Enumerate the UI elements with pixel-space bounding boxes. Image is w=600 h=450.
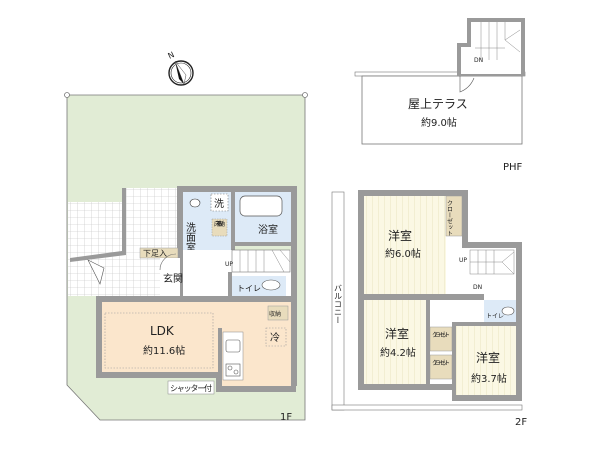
shoe-storage-label: 下足入: [143, 249, 167, 258]
closet-c-label: クローゼット: [432, 359, 450, 367]
closet-b: [429, 326, 453, 352]
room-3-7-area: 約3.7帖: [471, 372, 507, 385]
western-room-4-2: [364, 300, 426, 384]
floor-label-phf: PHF: [503, 162, 523, 173]
lot-corner-marker: [64, 92, 70, 98]
fridge-label: 冷: [270, 331, 280, 344]
laundry-space: [210, 193, 229, 212]
balcony-label: バルコニー: [334, 284, 343, 324]
roof-floor: 屋上テラス 約9.0帖 DN PHF: [354, 18, 526, 173]
toilet-2f-icon: [501, 306, 515, 316]
roof-stairs-dn-label: DN: [474, 57, 483, 64]
shutter-window: [167, 380, 215, 395]
sink-icon: [189, 198, 201, 208]
toilet-icon: [261, 279, 281, 291]
stairs-phf: [457, 18, 525, 76]
entrance-door-icon: [159, 253, 177, 271]
bathtub-icon: [239, 195, 283, 217]
stairs-up-label: UP: [225, 261, 233, 268]
stairs-2f-up-label: UP: [459, 257, 467, 264]
room-6-label: 洋室: [388, 228, 412, 243]
porch-door-icon: [87, 259, 105, 285]
closet-a: [445, 195, 463, 237]
ldk-area: 約11.6帖: [143, 344, 185, 357]
stairs-2f: [469, 249, 515, 275]
closet-b-label: クローゼット: [432, 331, 450, 339]
entrance-label: 玄関: [163, 272, 183, 285]
bath-label: 浴室: [258, 223, 278, 236]
first-floor: 洗 洗面室 床下収納 浴室 下足入 玄関 UP トイレ: [64, 92, 308, 423]
room-3-7-label: 洋室: [476, 350, 500, 365]
closet-c: [429, 354, 453, 380]
kitchen-sink-icon: [225, 339, 241, 353]
lot-corner-marker: [302, 92, 308, 98]
terrace-area: 約9.0帖: [421, 116, 457, 129]
terrace-label: 屋上テラス: [408, 97, 468, 111]
storage-1f: [267, 305, 289, 321]
western-room-6: [364, 196, 446, 294]
compass: N: [167, 50, 194, 86]
stairs-1f: [231, 249, 291, 273]
closet-a-label: クローゼット: [446, 200, 453, 236]
underfloor-storage-label: 床下収納: [214, 220, 225, 228]
toilet-2f-label: トイレ: [486, 313, 504, 320]
western-room-3-7: [456, 326, 516, 395]
room-6-area: 約6.0帖: [385, 247, 421, 260]
shutter-label: シャッター付: [170, 383, 212, 393]
second-floor: バルコニー 洋室 約6.0帖 クローゼット UP DN: [331, 190, 527, 428]
ldk-label: LDK: [150, 324, 175, 338]
floor-label-2f: 2F: [515, 417, 527, 428]
laundry-label: 洗: [214, 198, 224, 210]
roof-terrace: [361, 75, 523, 145]
underfloor-storage: [211, 218, 228, 237]
floor-label-1f: 1F: [280, 412, 292, 423]
toilet-label: トイレ: [237, 284, 261, 293]
room-4-2-area: 約4.2帖: [380, 346, 416, 359]
roof-door-icon: [459, 76, 475, 93]
stairs-2f-dn-label: DN: [473, 284, 482, 291]
stove-icon: [225, 363, 241, 377]
compass-north-label: N: [167, 50, 176, 61]
entrance: [160, 258, 180, 296]
toilet-2f: [484, 300, 516, 322]
storage-label: 収納: [269, 310, 281, 318]
room-4-2-label: 洋室: [385, 326, 409, 341]
shoe-storage: [139, 247, 179, 259]
fridge-space: [265, 327, 287, 347]
washroom-label: 洗面室: [184, 222, 196, 252]
